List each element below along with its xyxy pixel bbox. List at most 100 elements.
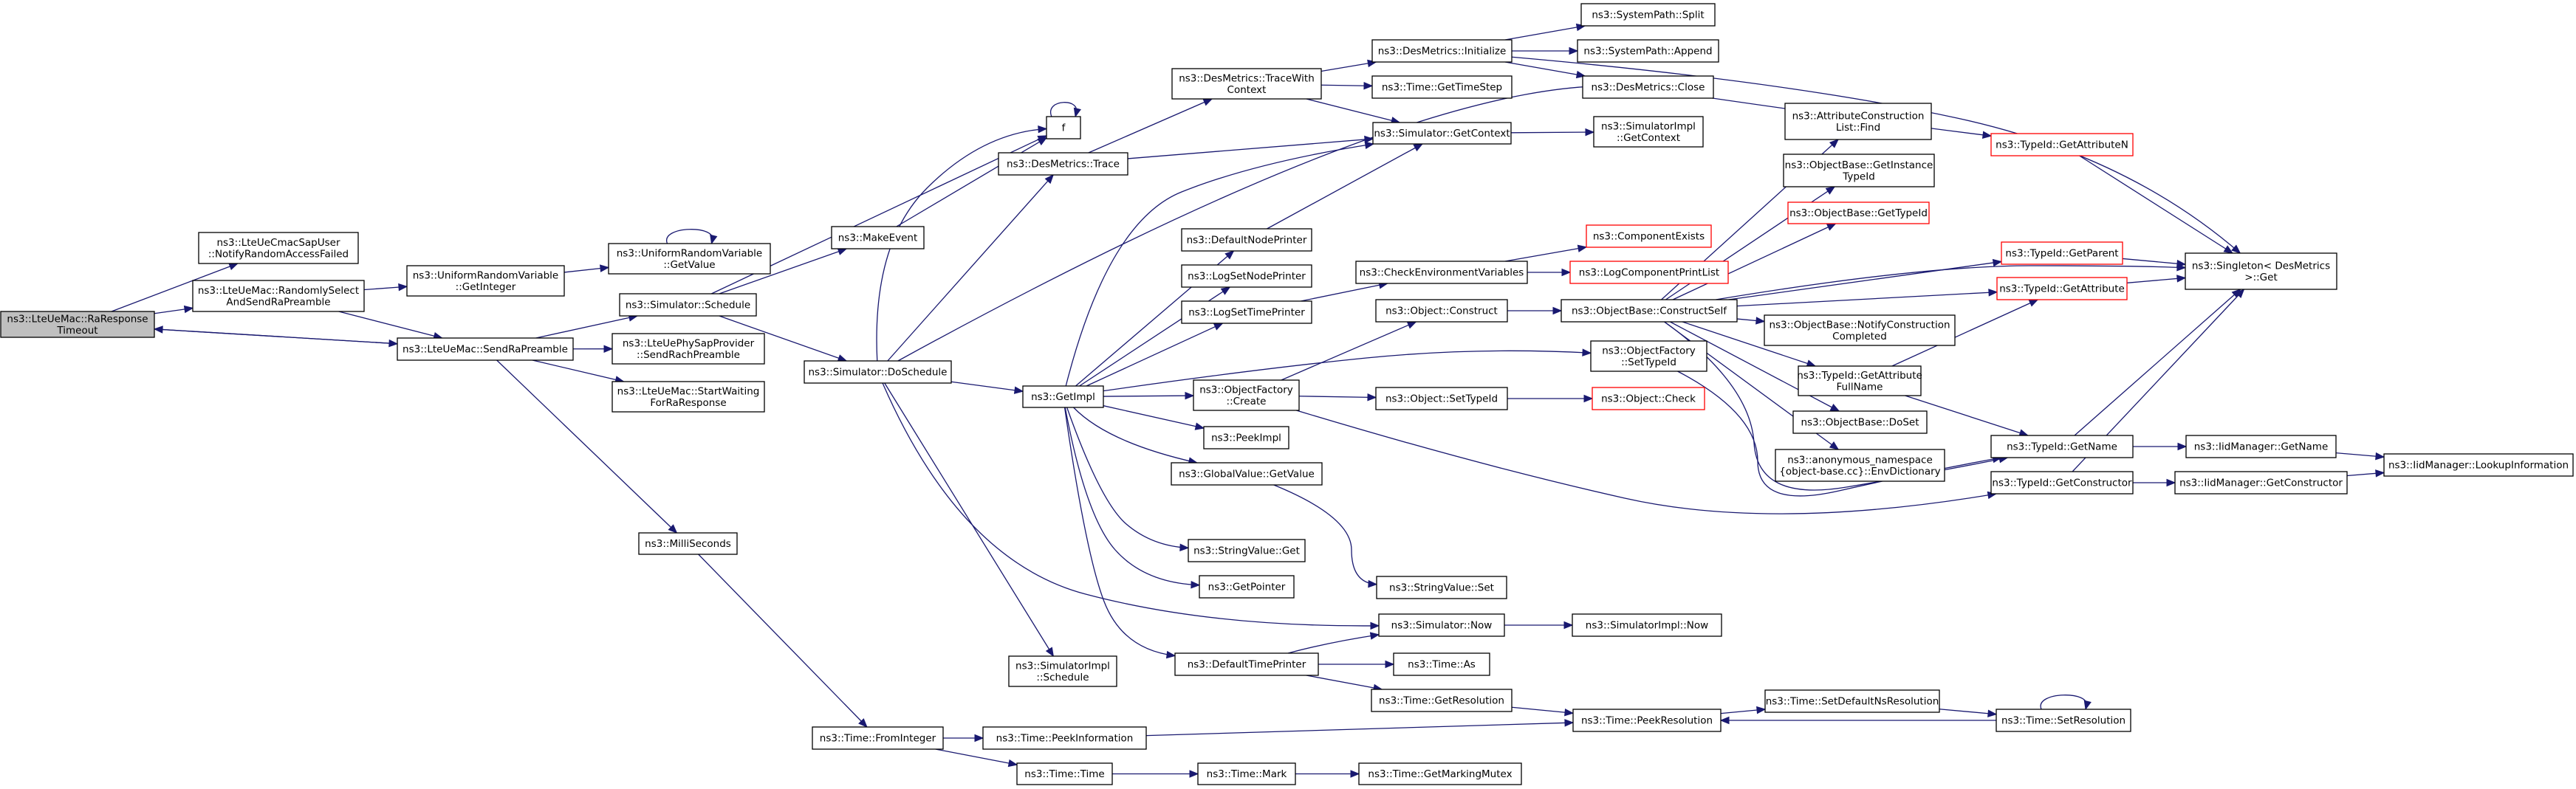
node-getparent[interactable]: ns3::TypeId::GetParent: [2001, 241, 2123, 265]
node-iidlookup[interactable]: ns3::IidManager::LookupInformation: [2383, 453, 2574, 477]
node-label: FullName: [1837, 381, 1883, 393]
node-label: ns3::TypeId::GetName: [2007, 441, 2117, 453]
node-phyrach[interactable]: ns3::LteUePhySapProvider::SendRachPreamb…: [612, 333, 765, 365]
node-doset[interactable]: ns3::ObjectBase::DoSet: [1792, 410, 1928, 434]
node-getcontext[interactable]: ns3::Simulator::GetContext: [1372, 122, 1512, 145]
node-envdict[interactable]: ns3::anonymous_namespace{object-base.cc}…: [1775, 449, 1945, 482]
node-getresolution[interactable]: ns3::Time::GetResolution: [1371, 689, 1513, 712]
node-defnodeprinter[interactable]: ns3::DefaultNodePrinter: [1181, 228, 1312, 252]
node-markmutex[interactable]: ns3::Time::GetMarkingMutex: [1358, 762, 1522, 785]
node-peekinfo[interactable]: ns3::Time::PeekInformation: [982, 726, 1147, 750]
node-label: ns3::ObjectBase::GetTypeId: [1789, 207, 1928, 219]
node-fromint[interactable]: ns3::Time::FromInteger: [812, 726, 944, 750]
node-gettimestep[interactable]: ns3::Time::GetTimeStep: [1371, 75, 1513, 99]
arrowhead: [1826, 223, 1837, 231]
node-makeevent[interactable]: ns3::MakeEvent: [831, 226, 925, 249]
node-f[interactable]: f: [1046, 116, 1081, 139]
edge-line: [884, 382, 1054, 657]
node-simimplsched[interactable]: ns3::SimulatorImpl::Schedule: [1008, 655, 1117, 687]
arrowhead: [1406, 321, 1417, 329]
node-timemark[interactable]: ns3::Time::Mark: [1197, 762, 1296, 785]
call-edge-deftimeprinter-to-timeas: [1318, 660, 1395, 669]
call-edge-getattr-to-singleton: [2126, 275, 2187, 283]
node-schedule[interactable]: ns3::Simulator::Schedule: [619, 293, 757, 317]
node-label: ::Create: [1227, 396, 1267, 407]
node-iidgetcons[interactable]: ns3::IidManager::GetConstructor: [2174, 471, 2348, 495]
node-urvgetint[interactable]: ns3::UniformRandomVariable::GetInteger: [406, 265, 565, 297]
node-notify[interactable]: ns3::LteUeCmacSapUser::NotifyRandomAcces…: [198, 232, 359, 264]
edge-line: [1672, 223, 1836, 300]
node-setres[interactable]: ns3::Time::SetResolution: [1996, 709, 2131, 732]
node-getattrn[interactable]: ns3::TypeId::GetAttributeN: [1990, 133, 2134, 156]
node-dostrace[interactable]: ns3::DesMetrics::Trace: [998, 152, 1128, 176]
node-peekres[interactable]: ns3::Time::PeekResolution: [1572, 709, 1722, 732]
call-edge-tracewith-to-dminit: [1320, 59, 1377, 72]
arrowhead: [2177, 442, 2188, 451]
node-simimplctx[interactable]: ns3::SimulatorImpl::GetContext: [1593, 116, 1704, 148]
node-compexists[interactable]: ns3::ComponentExists: [1586, 224, 1712, 248]
node-urvgetval[interactable]: ns3::UniformRandomVariable::GetValue: [608, 243, 771, 275]
node-strget[interactable]: ns3::StringValue::Get: [1188, 539, 1306, 562]
arrowhead: [1044, 174, 1055, 185]
edge-line: [1103, 350, 1592, 392]
node-getattr[interactable]: ns3::TypeId::GetAttribute: [1996, 277, 2128, 300]
node-getpointer[interactable]: ns3::GetPointer: [1199, 575, 1295, 599]
node-constructself[interactable]: ns3::ObjectBase::ConstructSelf: [1561, 299, 1738, 323]
node-objfactset[interactable]: ns3::ObjectFactory::SetTypeId: [1590, 340, 1707, 372]
node-sendra[interactable]: ns3::LteUeMac::SendRaPreamble: [397, 337, 574, 361]
node-timeas[interactable]: ns3::Time::As: [1393, 652, 1490, 676]
edge-line: [154, 328, 398, 345]
node-box: [1593, 116, 1704, 148]
node-objcheck[interactable]: ns3::Object::Check: [1592, 387, 1705, 410]
node-globalget[interactable]: ns3::GlobalValue::GetValue: [1171, 462, 1323, 486]
node-getimpl[interactable]: ns3::GetImpl: [1022, 385, 1104, 408]
node-label: TypeId: [1842, 170, 1875, 182]
node-label: {object-base.cc}::EnvDictionary: [1779, 466, 1940, 478]
node-checkenv[interactable]: ns3::CheckEnvironmentVariables: [1355, 261, 1528, 284]
node-sysappend[interactable]: ns3::SystemPath::Append: [1577, 39, 1719, 63]
node-peekimpl[interactable]: ns3::PeekImpl: [1203, 426, 1289, 449]
arrowhead: [1363, 81, 1374, 90]
node-sysplit[interactable]: ns3::SystemPath::Split: [1580, 3, 1716, 27]
node-dosched[interactable]: ns3::Simulator::DoSchedule: [804, 360, 952, 384]
node-logsettime[interactable]: ns3::LogSetTimePrinter: [1181, 300, 1312, 324]
node-obgettypeid[interactable]: ns3::ObjectBase::GetTypeId: [1787, 201, 1930, 224]
node-setdefres[interactable]: ns3::Time::SetDefaultNsResolution: [1764, 689, 1940, 713]
arrowhead: [837, 247, 848, 255]
node-label: ns3::LteUeMac::RandomlySelect: [198, 285, 359, 297]
node-simimplnow[interactable]: ns3::SimulatorImpl::Now: [1572, 613, 1722, 637]
node-randsel[interactable]: ns3::LteUeMac::RandomlySelectAndSendRaPr…: [192, 280, 365, 312]
node-logcomplist[interactable]: ns3::LogComponentPrintList: [1569, 261, 1729, 284]
node-objsettypeid[interactable]: ns3::Object::SetTypeId: [1375, 387, 1508, 410]
node-logsetnode[interactable]: ns3::LogSetNodePrinter: [1181, 264, 1312, 288]
node-strset[interactable]: ns3::StringValue::Set: [1376, 576, 1507, 599]
call-edge-milli-to-fromint: [698, 554, 868, 728]
node-objconstruct[interactable]: ns3::Object::Construct: [1375, 299, 1508, 323]
node-timetime[interactable]: ns3::Time::Time: [1016, 762, 1113, 785]
edge-line: [1728, 261, 2002, 300]
node-dminit[interactable]: ns3::DesMetrics::Initialize: [1371, 39, 1513, 63]
node-milli[interactable]: ns3::MilliSeconds: [638, 532, 738, 555]
node-tgetname[interactable]: ns3::TypeId::GetName: [1990, 435, 2134, 458]
node-label: ns3::Time::GetTimeStep: [1382, 82, 1502, 94]
node-objfactcreate[interactable]: ns3::ObjectFactory::Create: [1193, 379, 1300, 411]
node-dmclose[interactable]: ns3::DesMetrics::Close: [1582, 75, 1714, 99]
node-notifycons[interactable]: ns3::ObjectBase::NotifyConstructionCompl…: [1764, 314, 1956, 346]
node-simnow[interactable]: ns3::Simulator::Now: [1378, 613, 1505, 637]
node-box: [1188, 539, 1306, 562]
node-tgetcons[interactable]: ns3::TypeId::GetConstructor: [1990, 471, 2134, 495]
edge-line: [1736, 292, 1998, 307]
node-iidgetname[interactable]: ns3::IidManager::GetName: [2185, 435, 2337, 458]
node-box: [1572, 709, 1722, 732]
edge-line: [111, 263, 239, 312]
arrowhead: [1829, 441, 1840, 450]
node-singleton[interactable]: ns3::Singleton< DesMetrics>::Get: [2185, 252, 2337, 290]
node-deftimeprinter[interactable]: ns3::DefaultTimePrinter: [1174, 652, 1319, 676]
node-box: [1197, 762, 1296, 785]
